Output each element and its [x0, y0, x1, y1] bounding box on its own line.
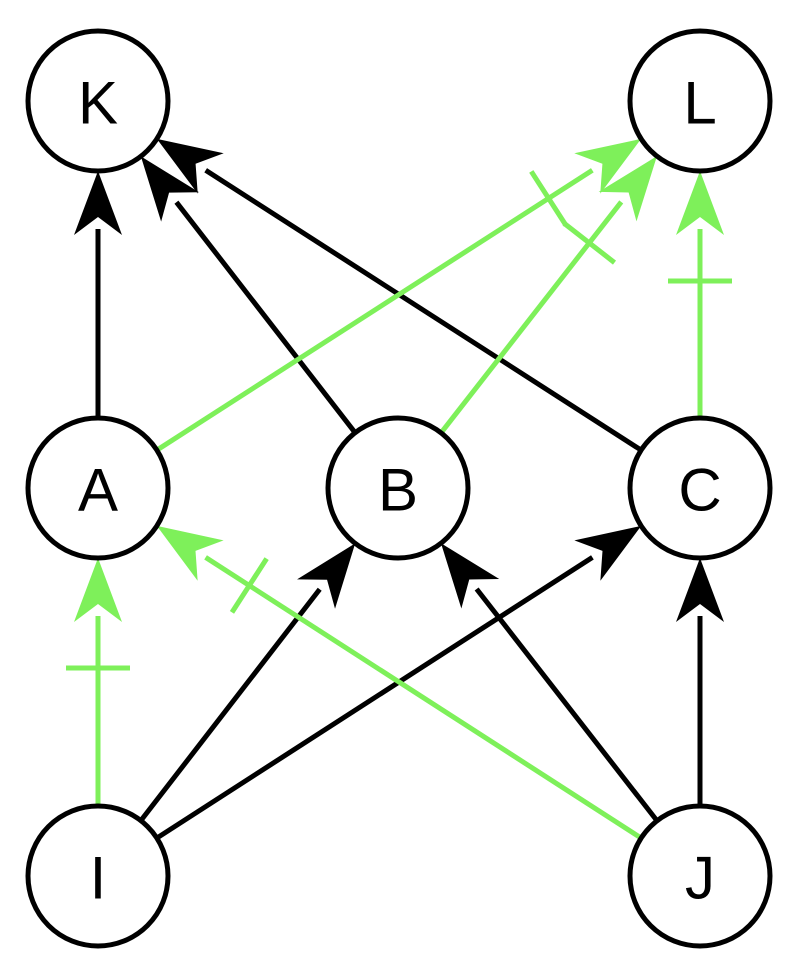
edge-j-c-arrowhead — [676, 558, 724, 622]
edge-a-l-tick — [529, 170, 568, 227]
edge-i-c-line — [155, 555, 594, 841]
node-b[interactable]: B — [325, 415, 471, 561]
edge-b-l — [439, 156, 657, 435]
edge-a-k — [74, 171, 122, 418]
edges-layer — [66, 138, 732, 841]
node-a-circle — [25, 415, 171, 561]
edge-b-l-tick — [562, 221, 617, 265]
edge-c-l — [668, 171, 732, 418]
edge-j-a — [156, 525, 643, 841]
edge-i-b-arrowhead — [297, 543, 356, 609]
edge-j-b — [440, 543, 659, 823]
edge-a-k-arrowhead — [74, 171, 122, 235]
node-l[interactable]: L — [627, 28, 773, 174]
node-b-label: B — [378, 457, 418, 524]
node-k-label: K — [78, 70, 118, 137]
edge-c-l-arrowhead — [676, 171, 724, 235]
node-l-circle — [627, 28, 773, 174]
nodes-layer: K L A B C I J — [25, 28, 773, 949]
node-c-label: C — [678, 457, 721, 524]
node-i-label: I — [90, 845, 107, 912]
edge-b-l-arrowhead — [598, 156, 657, 222]
edge-j-b-arrowhead — [440, 543, 500, 609]
node-c-circle — [627, 415, 773, 561]
edge-i-a-arrowhead — [74, 558, 122, 622]
node-k-circle — [25, 28, 171, 174]
edge-j-a-arrowhead — [156, 525, 224, 581]
node-b-circle — [325, 415, 471, 561]
edge-i-b — [138, 543, 356, 823]
edge-j-c — [676, 558, 724, 806]
edge-b-k-arrowhead — [140, 156, 200, 222]
node-l-label: L — [683, 70, 716, 137]
node-k[interactable]: K — [25, 28, 171, 174]
edge-i-c-arrowhead — [574, 525, 642, 581]
edge-a-l-arrowhead — [574, 138, 642, 194]
edge-j-b-line — [474, 587, 659, 823]
node-c[interactable]: C — [627, 415, 773, 561]
node-a[interactable]: A — [25, 415, 171, 561]
edge-i-a — [66, 558, 130, 806]
edge-c-k — [156, 138, 643, 453]
edge-j-a-line — [204, 555, 643, 841]
edge-j-a-tick — [229, 557, 269, 614]
edge-c-k-arrowhead — [156, 138, 224, 194]
edge-a-l-line — [155, 168, 594, 453]
edge-i-c — [155, 525, 642, 841]
node-j-label: J — [685, 845, 715, 912]
node-j[interactable]: J — [627, 803, 773, 949]
edge-b-k-line — [174, 200, 358, 435]
node-i[interactable]: I — [25, 803, 171, 949]
node-a-label: A — [78, 457, 118, 524]
node-j-circle — [627, 803, 773, 949]
edge-a-l — [155, 138, 642, 453]
edge-b-k — [140, 156, 358, 435]
edge-c-k-line — [204, 168, 643, 453]
edge-i-b-line — [138, 587, 322, 823]
edge-b-l-line — [439, 200, 624, 435]
node-i-circle — [25, 803, 171, 949]
